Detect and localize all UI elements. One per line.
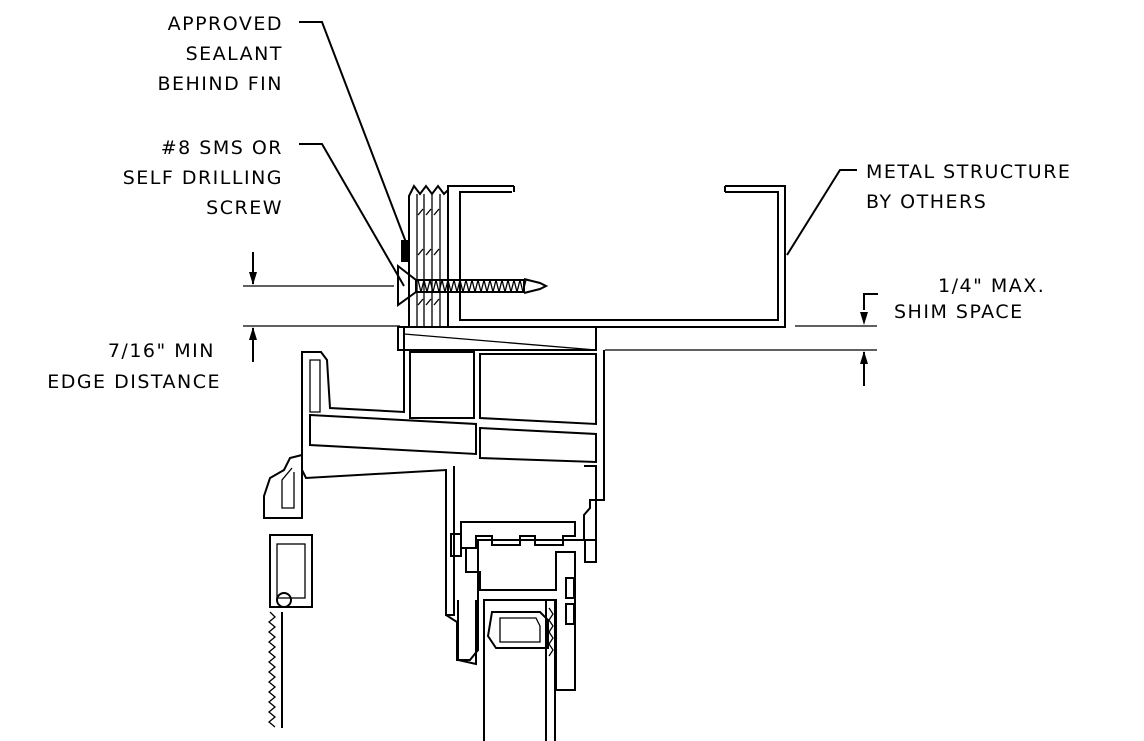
frame-chamber-right-mid — [479, 426, 597, 464]
shim-space-note: 1/4" MAX. SHIM SPACE — [894, 275, 1045, 323]
frame-inner-leg — [445, 466, 455, 616]
frame-exterior-nosing — [263, 454, 303, 519]
frame-head-slope — [403, 333, 597, 351]
screw-thread-zigzag — [417, 279, 527, 293]
shim-space-leader — [863, 293, 878, 310]
edge-distance-note-line-2: EDGE DISTANCE — [47, 371, 221, 393]
frame-exterior-nosing-inner — [281, 467, 295, 509]
thermal-break-block — [409, 351, 475, 419]
glass-spacer — [486, 611, 549, 649]
screw-threads: // draw thread zigzag in this group — [417, 279, 527, 293]
dimension-lines — [243, 252, 877, 386]
metal-structure-channel-outer — [447, 185, 786, 328]
screw-note-line-3: SCREW — [206, 197, 283, 219]
screen-frame — [267, 534, 313, 728]
shim-space-note-line-1: 1/4" MAX. — [938, 275, 1045, 297]
self-drilling-screw: // draw thread zigzag in this group — [397, 263, 549, 307]
sealant-bead — [401, 240, 409, 262]
sash-weatherstrip-left — [450, 533, 462, 557]
sash-glazing-leg — [457, 600, 477, 666]
sash — [450, 521, 597, 741]
edge-distance-arrowhead-bottom — [249, 327, 257, 340]
sash-small-chamber-2 — [565, 603, 575, 625]
shim-arrowhead-bottom — [860, 351, 868, 364]
metal-structure-leader — [786, 169, 857, 256]
frame-head-top — [404, 326, 597, 351]
sealant-note-line-3: BEHIND FIN — [157, 73, 283, 95]
screw-leader — [299, 143, 405, 287]
window-frame — [263, 326, 605, 661]
shim-stack-outline — [408, 184, 449, 327]
shim-layers — [401, 184, 449, 327]
shim-ticks — [417, 208, 440, 306]
screw-note: #8 SMS OR SELF DRILLING SCREW — [123, 137, 283, 219]
screen-frame-extrusion — [269, 534, 313, 608]
edge-distance-note: 7/16" MIN EDGE DISTANCE — [47, 340, 221, 393]
frame-horizontal-web — [309, 413, 477, 456]
screw-head — [397, 263, 417, 307]
frame-inner-chamber-1 — [309, 359, 321, 413]
screen-mesh — [267, 611, 277, 728]
metal-structure-note: METAL STRUCTURE BY OTHERS — [866, 161, 1071, 213]
screen-frame-inner — [276, 543, 306, 599]
screw-drill-point — [523, 278, 549, 294]
sealant-note-line-2: SEALANT — [186, 43, 283, 65]
screen-spline — [276, 592, 292, 608]
shim-arrowhead-top — [860, 312, 868, 325]
glazing-bead — [548, 607, 554, 657]
sash-body — [465, 548, 576, 741]
edge-distance-arrowhead-top — [249, 272, 257, 285]
shim-space-note-line-2: SHIM SPACE — [894, 301, 1024, 323]
sealant-note-line-1: APPROVED — [168, 13, 283, 35]
edge-distance-note-line-1: 7/16" MIN — [108, 340, 215, 362]
metal-structure-channel-inner — [459, 191, 779, 321]
sealant-leader — [299, 21, 408, 246]
frame-chamber-right-top — [479, 353, 597, 426]
sash-top-rail — [460, 521, 576, 549]
glass-spacer-inner — [499, 617, 541, 643]
metal-structure-note-line-2: BY OTHERS — [866, 191, 987, 213]
metal-structure — [447, 185, 786, 328]
screw-note-line-2: SELF DRILLING — [123, 167, 283, 189]
leader-lines — [299, 21, 878, 310]
metal-structure-note-line-1: METAL STRUCTURE — [866, 161, 1071, 183]
screw-note-line-1: #8 SMS OR — [161, 137, 283, 159]
nailing-fin — [397, 326, 405, 351]
sash-weatherstrip-right — [584, 539, 597, 563]
sash-small-chamber-1 — [565, 577, 575, 599]
sealant-note: APPROVED SEALANT BEHIND FIN — [157, 13, 283, 95]
